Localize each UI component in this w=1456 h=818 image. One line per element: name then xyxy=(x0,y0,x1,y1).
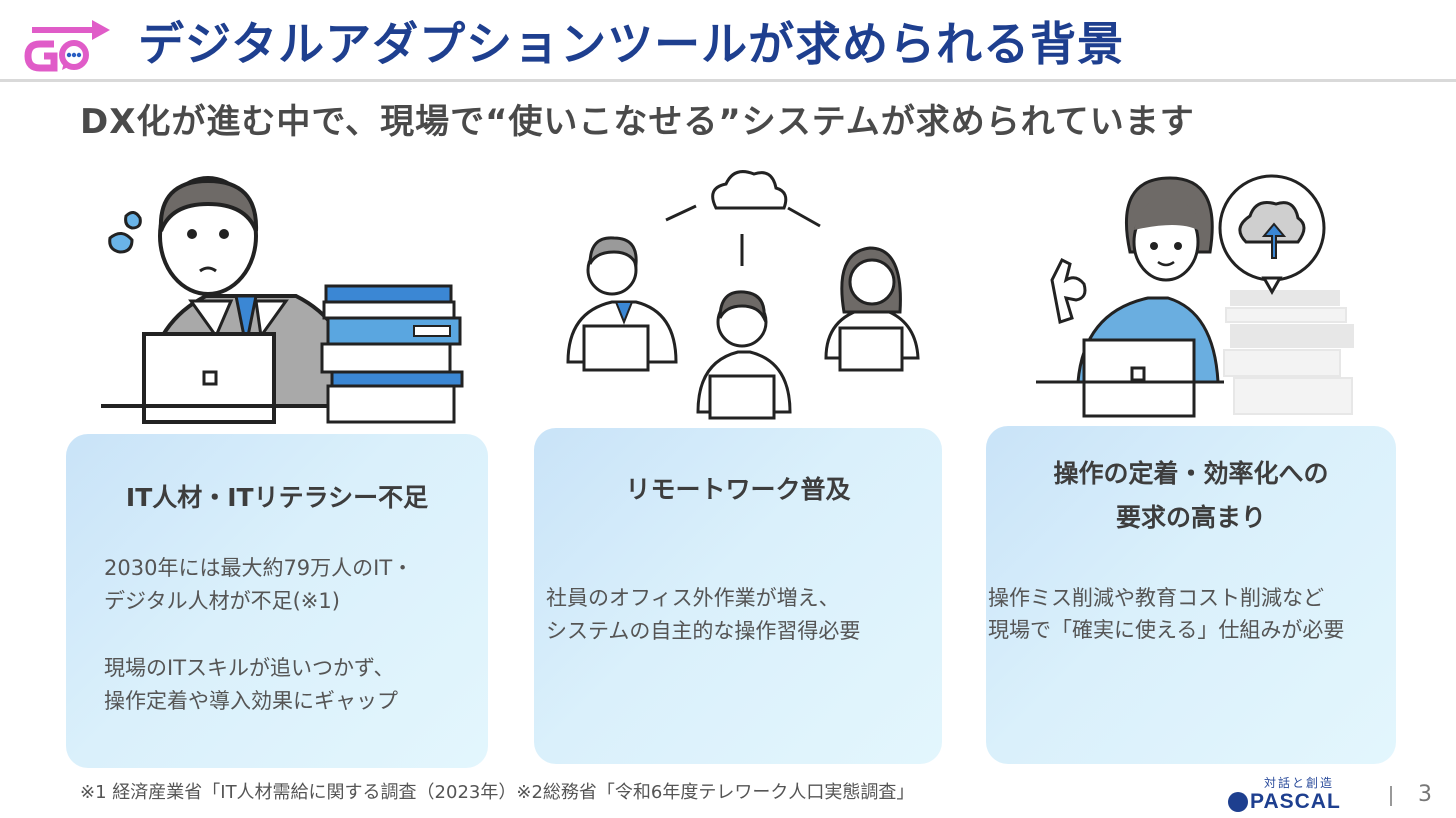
header-divider xyxy=(0,79,1456,82)
card-body-line: 操作定着や導入効果にギャップ xyxy=(104,689,398,713)
card-operation-efficiency: 操作の定着・効率化への 要求の高まり 操作ミス削減や教育コスト削減など 現場で「… xyxy=(986,426,1396,764)
sweat-drops-icon xyxy=(108,211,142,254)
card-title: リモートワーク普及 xyxy=(625,475,851,504)
page-number: 3 xyxy=(1418,782,1432,807)
pascal-brand-logo: 対話と創造 PASCAL xyxy=(1228,774,1368,816)
card-title-line: 操作の定着・効率化への xyxy=(1053,459,1329,488)
card-body-line: 2030年には最大約79万人のIT・ xyxy=(104,556,414,580)
brand-tagline: 対話と創造 xyxy=(1264,776,1335,790)
card-body-line: 現場で「確実に使える」仕組みが必要 xyxy=(988,618,1345,642)
slide-header: デジタルアダプションツールが求められる背景 xyxy=(0,0,1456,80)
worried-worker-illustration xyxy=(101,176,464,424)
go-logo-icon xyxy=(24,20,110,72)
confident-worker-illustration xyxy=(1036,174,1354,418)
card-it-shortage: IT人材・ITリテラシー不足 2030年には最大約79万人のIT・ デジタル人材… xyxy=(66,434,488,768)
pascal-mark-icon xyxy=(1228,792,1248,812)
source-footnote: ※1 経済産業省「IT人材需給に関する調査（2023年）※2総務省「令和6年度テ… xyxy=(80,782,915,803)
cloud-upload-icon xyxy=(1238,201,1306,244)
card-remote-work: リモートワーク普及 社員のオフィス外作業が増え、 システムの自主的な操作習得必要 xyxy=(534,428,942,764)
ok-hand-icon xyxy=(1050,257,1087,324)
card-body-line: 現場のITスキルが追いつかず、 xyxy=(104,656,395,680)
card-body-line: 操作ミス削減や教育コスト削減など xyxy=(988,586,1324,610)
page-title: デジタルアダプションツールが求められる背景 xyxy=(138,17,1125,71)
card-body-line: 社員のオフィス外作業が増え、 xyxy=(546,586,840,610)
remote-work-illustration xyxy=(566,170,920,420)
card-title: IT人材・ITリテラシー不足 xyxy=(125,483,429,512)
cloud-icon xyxy=(711,170,788,210)
page-separator xyxy=(1390,786,1392,806)
card-title-line: 要求の高まり xyxy=(1115,503,1266,532)
slide-subtitle: DX化が進む中で、現場で“使いこなせる”システムが求められています xyxy=(80,102,1195,142)
card-body-line: デジタル人材が不足(※1) xyxy=(104,589,340,613)
card-body-line: システムの自主的な操作習得必要 xyxy=(546,619,861,643)
brand-name: PASCAL xyxy=(1250,790,1341,813)
